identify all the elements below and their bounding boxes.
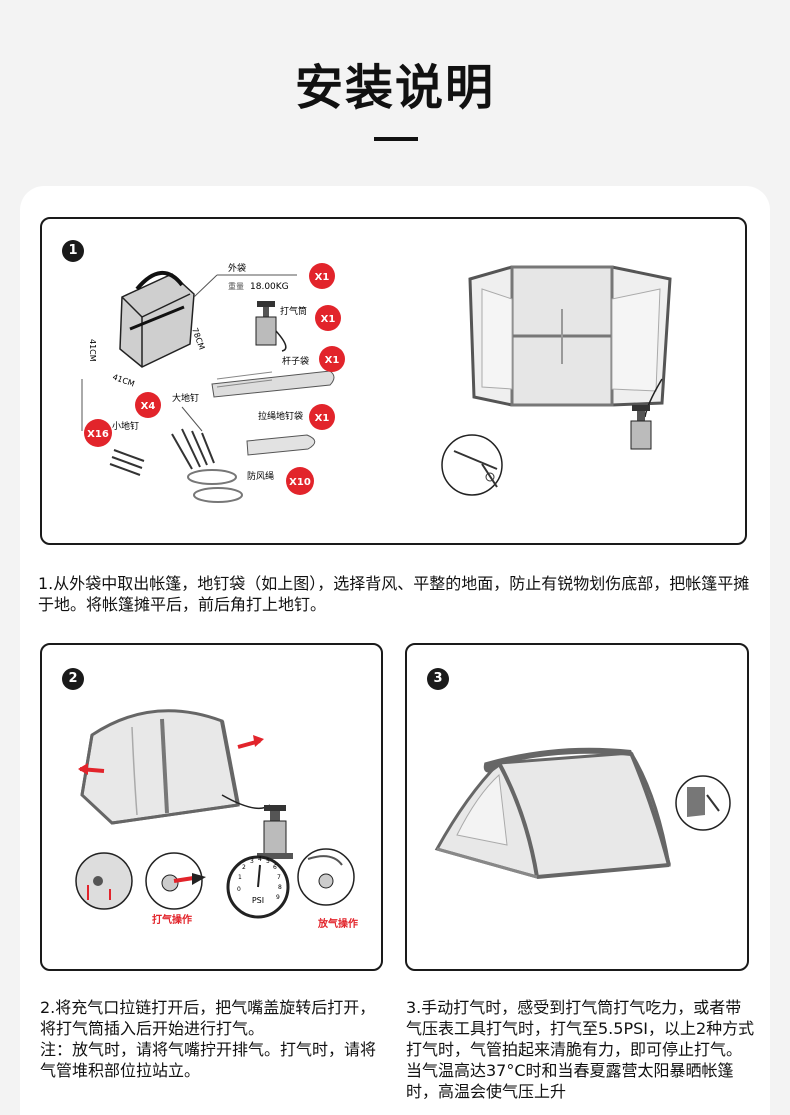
pole-bag-label: 杆子袋: [282, 355, 309, 367]
badge-pump: X1: [315, 305, 341, 331]
svg-text:X1: X1: [315, 413, 330, 424]
step2-note-line: 注：放气时，请将气嘴拧开排气。打气时，请将气管堆积部位拉站立。: [40, 1040, 377, 1080]
deflate-operation-label: 放气操作: [317, 917, 358, 930]
inflatable-tent-icon: [78, 709, 293, 859]
flat-tent-icon: [468, 265, 672, 450]
step1-parts-diagram: 41CM 41CM 78CM 外袋 重量 18.00KG 打气筒 杆子袋: [81, 262, 672, 503]
dim-width-label: 41CM: [111, 372, 135, 388]
pole-bag-icon: [211, 370, 335, 398]
big-stake-label: 大地钉: [172, 392, 199, 404]
step1-illustration-frame: 1 41CM 41CM 78CM 外袋 重量 18.00KG 打气筒: [40, 217, 747, 545]
page-title: 安装说明: [294, 60, 495, 116]
step2-instruction-line: 2.将充气口拉链打开后，把气嘴盖旋转后打开，将打气筒插入后开始进行打气。: [40, 998, 376, 1038]
gauge-unit-label: PSI: [252, 896, 264, 905]
step2-instructions: 2.将充气口拉链打开后，把气嘴盖旋转后打开，将打气筒插入后开始进行打气。 注：放…: [40, 997, 385, 1081]
guy-rope-label: 防风绳: [247, 470, 274, 482]
step3-illustration-frame: 3: [405, 643, 749, 971]
valve-detail-3-icon: [297, 848, 355, 906]
step3-instructions: 3.手动打气时，感受到打气筒打气吃力，或者带气压表工具打气时，打气至5.5PSI…: [406, 998, 755, 1101]
badge-pole-bag: X1: [319, 346, 345, 372]
outer-bag-icon: [119, 271, 195, 368]
gauge-tick-3: 3: [250, 858, 254, 865]
svg-text:X1: X1: [325, 355, 340, 366]
pump-label: 打气筒: [280, 305, 307, 317]
weight-label: 重量: [228, 281, 244, 291]
rope-stake-bag-icon: [246, 434, 316, 456]
step1-instructions: 1.从外袋中取出帐篷，地钉袋（如上图），选择背风、平整的地面，防止有锐物划伤底部…: [38, 574, 750, 614]
gauge-tick-4: 4: [258, 856, 262, 863]
gauge-tick-1: 1: [238, 874, 242, 881]
gauge-tick-0: 0: [237, 886, 241, 893]
small-stake-label: 小地钉: [112, 420, 139, 432]
gauge-tick-2: 2: [242, 864, 246, 871]
badge-big-stake: X4: [135, 392, 161, 418]
valve-detail-1-icon: [75, 852, 133, 910]
dim-height-label: 41CM: [88, 339, 97, 362]
pressure-gauge-icon: PSI 1 2 3 4 5 6 7 8 9 0: [226, 855, 290, 919]
valve-detail-2-icon: [145, 852, 206, 910]
badge-guy-rope: X10: [286, 467, 314, 495]
step2-illustration-frame: 2: [40, 643, 383, 971]
big-stake-icon: [171, 428, 215, 470]
svg-text:X4: X4: [141, 401, 156, 412]
inflate-operation-label: 打气操作: [152, 913, 192, 926]
svg-text:X1: X1: [315, 272, 330, 283]
pitched-tent-icon: [434, 747, 671, 879]
badge-small-stake: X16: [84, 419, 112, 447]
step3-diagram: [434, 747, 731, 879]
dim-length-label: 78CM: [190, 327, 206, 351]
pump-icon: [255, 301, 287, 352]
gauge-tick-6: 6: [273, 864, 277, 871]
badge-rope-stake-bag: X1: [309, 404, 335, 430]
svg-text:X10: X10: [289, 477, 311, 488]
guy-rope-icon: [187, 469, 243, 503]
small-stake-icon: [109, 449, 145, 476]
svg-text:X1: X1: [321, 314, 336, 325]
stake-corner-detail-icon: [675, 775, 731, 831]
step3-number-badge: 3: [427, 668, 449, 690]
gauge-tick-9: 9: [276, 894, 280, 901]
outer-bag-label: 外袋: [228, 262, 246, 274]
gauge-tick-7: 7: [277, 874, 281, 881]
gauge-tick-8: 8: [278, 884, 282, 891]
step2-diagram: PSI 1 2 3 4 5 6 7 8 9 0 打气操作 放气操作: [75, 709, 358, 930]
step2-number-badge: 2: [62, 668, 84, 690]
step1-number-badge: 1: [62, 240, 84, 262]
stake-detail-icon: [441, 434, 503, 496]
badge-outer-bag: X1: [309, 263, 335, 289]
gauge-tick-5: 5: [266, 858, 270, 865]
svg-text:X16: X16: [87, 429, 109, 440]
title-divider: [374, 137, 418, 141]
weight-value: 18.00KG: [250, 282, 289, 292]
rope-stake-bag-label: 拉绳地钉袋: [258, 410, 303, 422]
